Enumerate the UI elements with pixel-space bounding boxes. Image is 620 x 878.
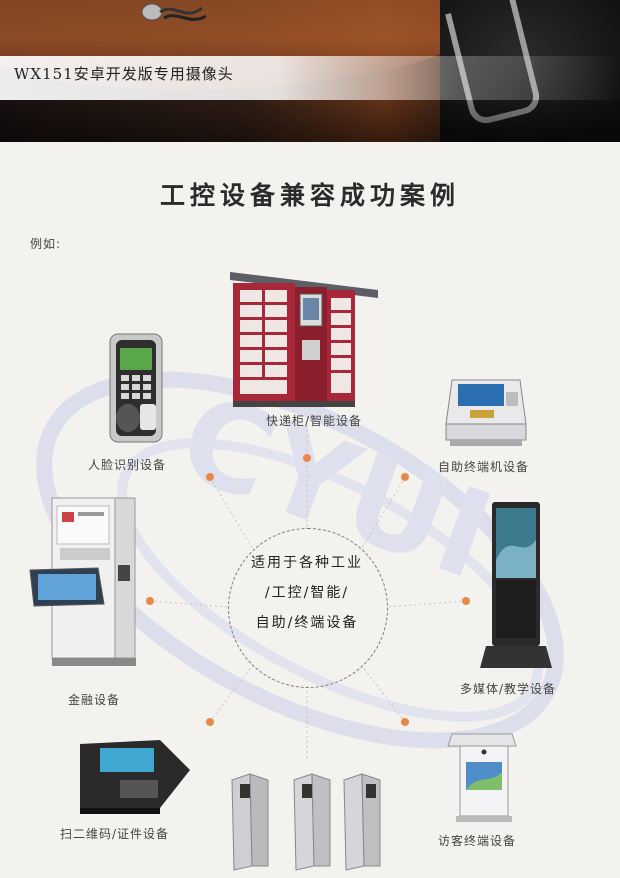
label-self-service: 自助终端机设备 (438, 460, 530, 474)
multimedia-display-image (480, 502, 552, 668)
label-multimedia: 多媒体/教学设备 (460, 682, 557, 696)
usb-camera-icon (141, 3, 207, 21)
self-service-kiosk-image (445, 379, 527, 446)
center-line-3: 自助/终端设备 (255, 615, 359, 631)
header-banner: WX151安卓开发版专用摄像头 (0, 0, 620, 142)
visitor-terminal-image (447, 733, 517, 822)
label-parcel-locker: 快递柜/智能设备 (266, 414, 363, 428)
financial-terminal-image (29, 497, 136, 666)
center-text: 适用于各种工业 /工控/智能/ 自助/终端设备 (228, 548, 386, 638)
center-line-2: /工控/智能/ (264, 585, 350, 601)
parcel-locker-image (230, 272, 378, 407)
label-finance: 金融设备 (68, 693, 121, 707)
label-visitor: 访客终端设备 (438, 834, 517, 848)
dot-top-left (206, 473, 214, 481)
label-face-recognition: 人脸识别设备 (88, 458, 167, 472)
dot-bottom-right (401, 718, 409, 726)
dot-top (303, 454, 311, 462)
section-title: 工控设备兼容成功案例 (159, 181, 460, 210)
dot-bottom-left (206, 718, 214, 726)
qr-id-scanner-image (80, 740, 190, 814)
caption-bar (0, 56, 620, 100)
label-scanner: 扫二维码/证件设备 (60, 827, 170, 841)
section-subtitle: 例如: (30, 237, 62, 251)
dot-top-right (401, 473, 409, 481)
banner-shade (0, 100, 620, 142)
center-line-1: 适用于各种工业 (251, 555, 363, 571)
dot-right (462, 597, 470, 605)
connector-lines (149, 420, 467, 760)
turnstile-gates-image (231, 773, 381, 871)
dot-left (146, 597, 154, 605)
center-circle (228, 528, 388, 688)
face-recognition-device-image (109, 333, 163, 443)
banner-caption: WX151安卓开发版专用摄像头 (14, 65, 234, 83)
connector-dots (146, 454, 470, 726)
